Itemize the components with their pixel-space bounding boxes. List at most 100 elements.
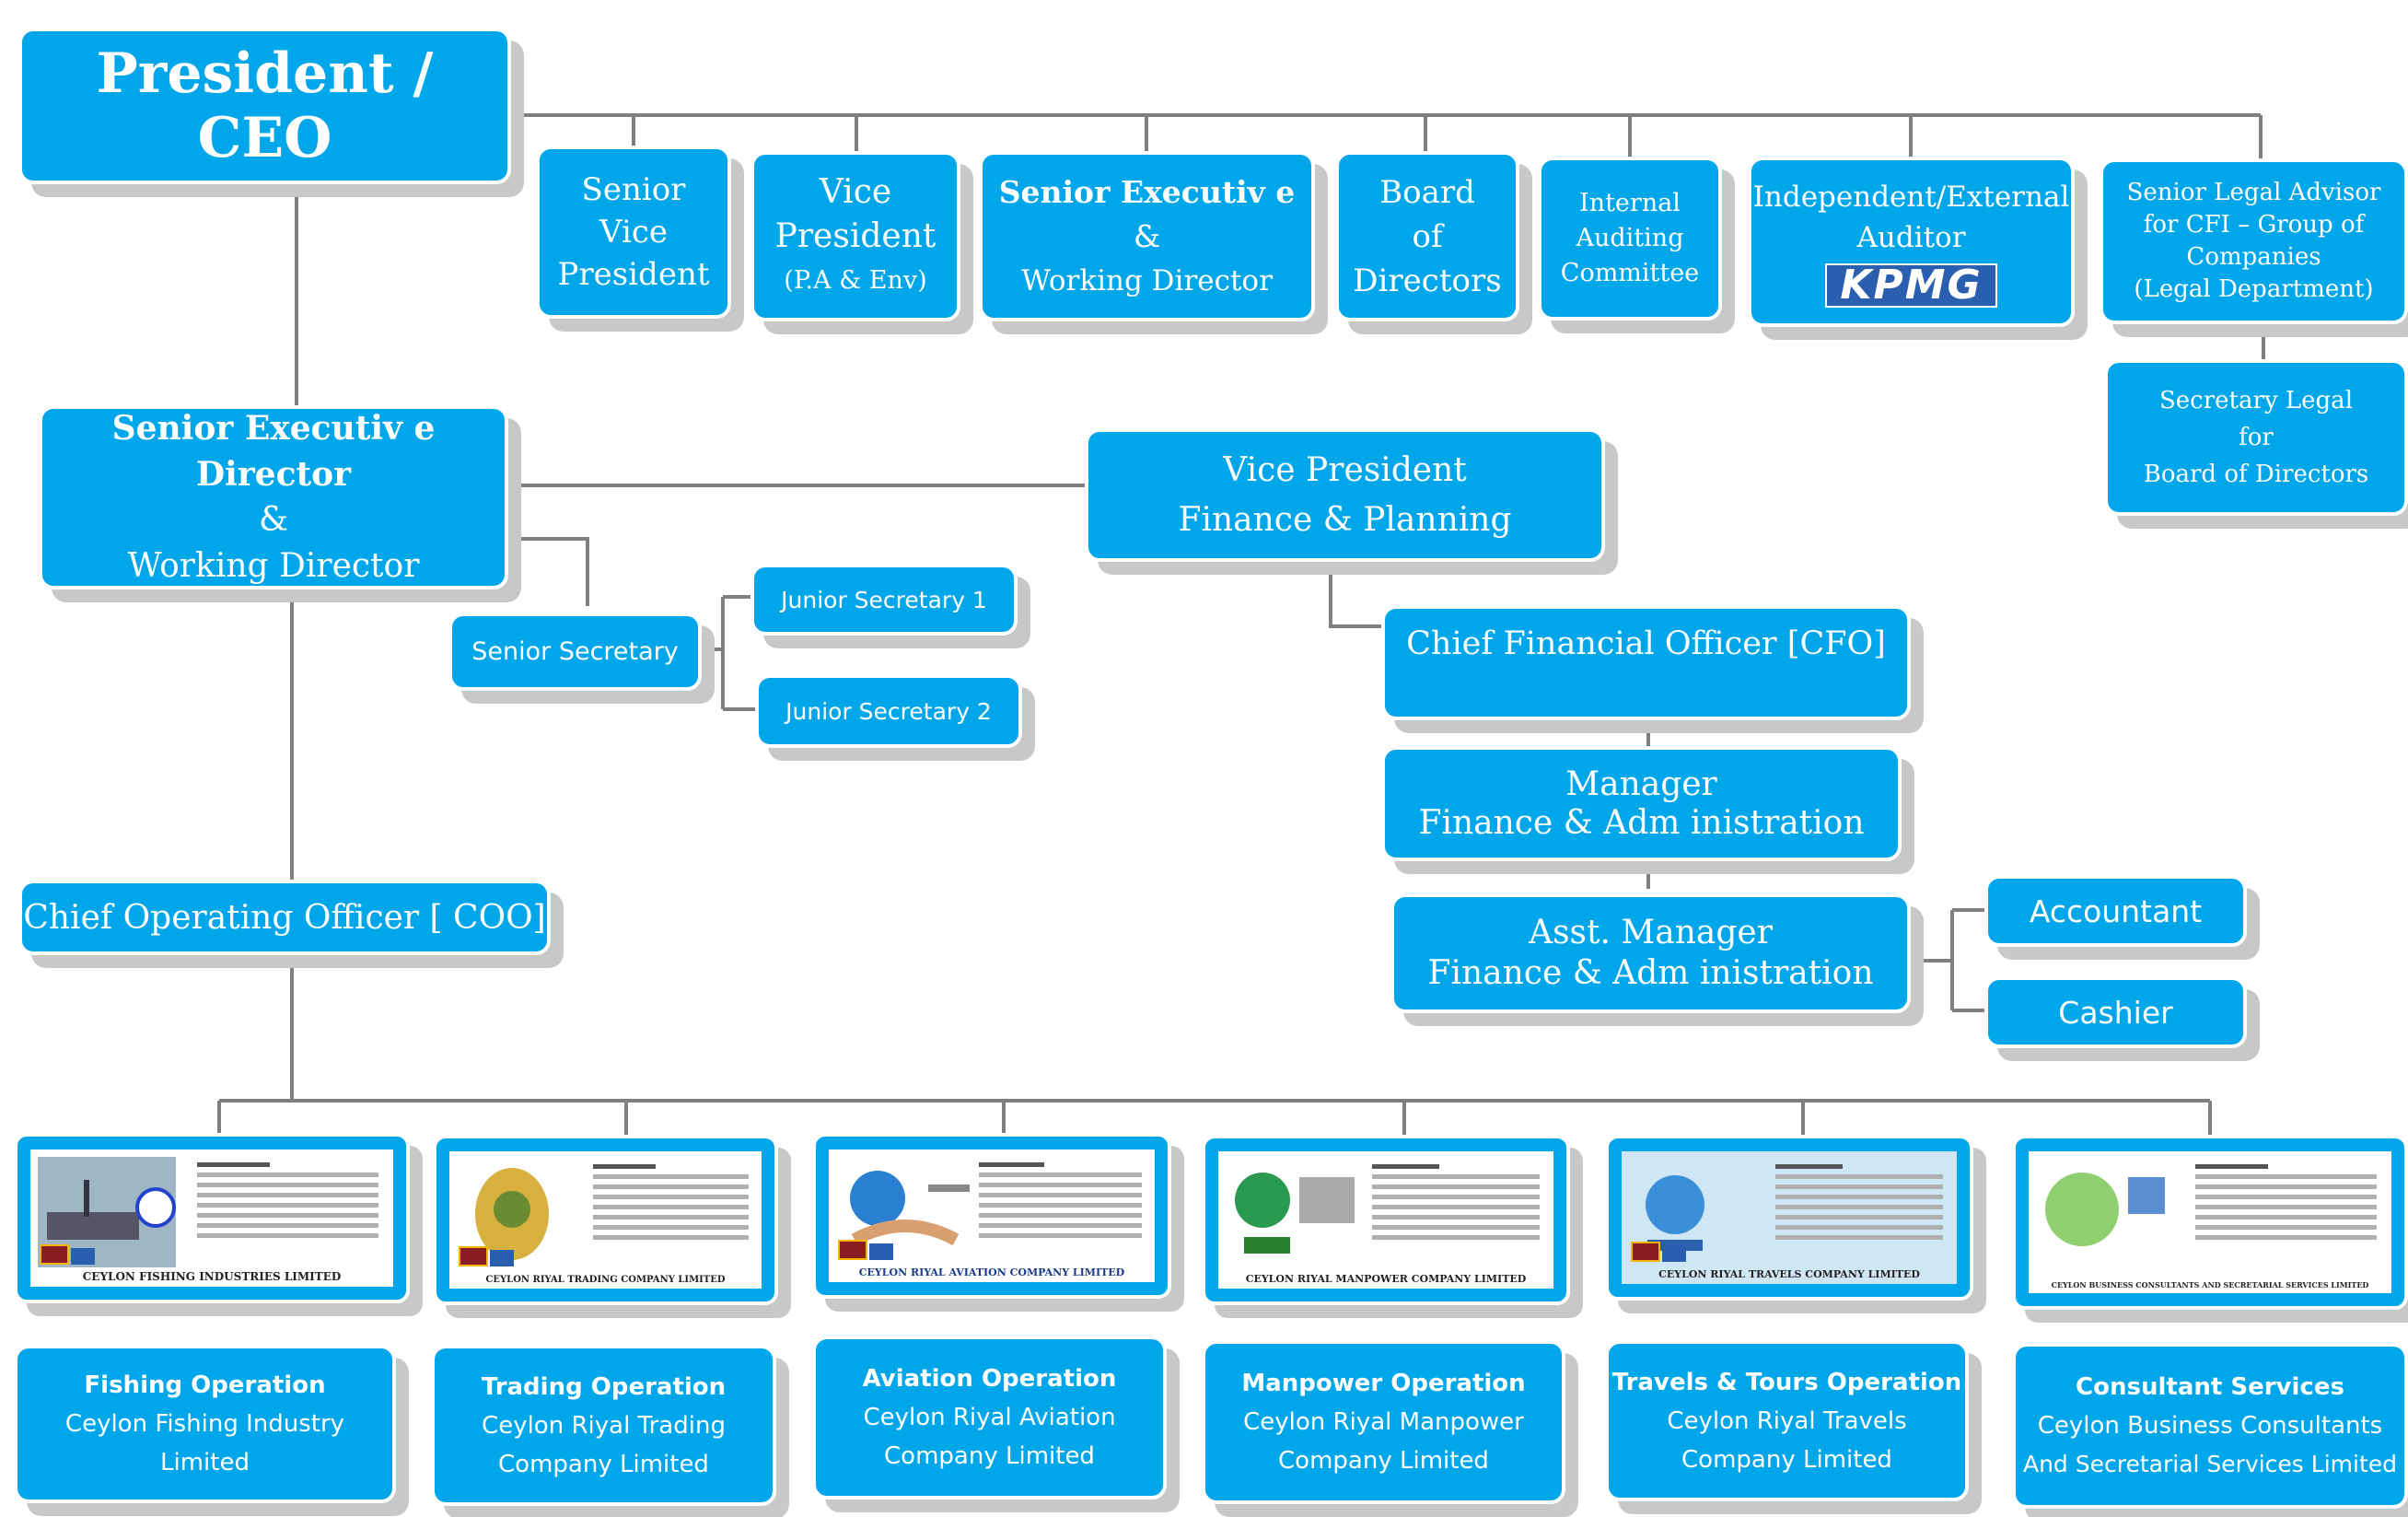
legal-line-3: Companies: [2186, 243, 2321, 271]
legal-line-4: (Legal Department): [2134, 275, 2374, 303]
letterhead-trading: CEYLON RIYAL TRADING COMPANY LIMITED: [449, 1151, 762, 1289]
legal-line-2: for CFI – Group of: [2143, 211, 2365, 239]
company-box-travels: Travels & Tours Operation Ceylon Riyal T…: [1605, 1340, 1969, 1501]
letterhead-travels: CEYLON RIYAL TRAVELS COMPANY LIMITED: [1622, 1151, 1957, 1284]
company-line1-aviation: Ceylon Riyal Aviation: [863, 1404, 1116, 1431]
sec-legal-line-1: Secretary Legal: [2158, 387, 2354, 414]
board-line-1: Board: [1379, 173, 1475, 211]
sed-line-2: &: [258, 501, 289, 539]
accountant-label: Accountant: [2029, 893, 2203, 929]
small-logo-icon: [869, 1243, 893, 1260]
company-card-aviation: CEYLON RIYAL AVIATION COMPANY LIMITED: [812, 1133, 1171, 1299]
vice-president-pa-env-box: Vice President (P.A & Env): [750, 151, 960, 321]
small-logo-icon: [490, 1250, 514, 1266]
svp-line-2: Vice: [599, 214, 668, 251]
company-line1-manpower: Ceylon Riyal Manpower: [1243, 1408, 1524, 1436]
internal-auditing-committee-box: Internal Auditing Committee: [1538, 157, 1722, 321]
senior-secretary-label: Senior Secretary: [471, 637, 679, 666]
asst-manager-line-2: Finance & Adm inistration: [1427, 954, 1874, 992]
company-line2-travels: Company Limited: [1681, 1445, 1892, 1474]
junior-secretary-1-box: Junior Secretary 1: [750, 564, 1018, 636]
senior-executive-working-director-box: Senior Executiv e & Working Director: [979, 151, 1315, 321]
audit-line-3: Committee: [1560, 259, 1700, 287]
manager-line-2: Finance & Adm inistration: [1418, 803, 1865, 842]
company-box-trading: Trading Operation Ceylon Riyal Trading C…: [431, 1345, 776, 1506]
letterhead-consultants: CEYLON BUSINESS CONSULTANTS AND SECRETAR…: [2029, 1151, 2391, 1293]
senior-executive-director-box: Senior Executiv e Director & Working Dir…: [39, 405, 508, 589]
svp-line-3: President: [557, 256, 710, 293]
sed-line-1: Senior Executiv e Director: [111, 409, 436, 494]
company-title-aviation: Aviation Operation: [862, 1365, 1117, 1393]
president-ceo-box: President / CEO: [18, 28, 511, 184]
audit-line-1: Internal: [1579, 189, 1681, 217]
manager-line-1: Manager: [1565, 764, 1717, 803]
sr-exec-line-3: Working Director: [1021, 263, 1273, 298]
legal-line-1: Senior Legal Advisor: [2126, 179, 2381, 206]
cashier-box: Cashier: [1984, 976, 2247, 1048]
sri-lanka-flag-icon: [838, 1240, 867, 1260]
company-card-manpower: CEYLON RIYAL MANPOWER COMPANY LIMITED: [1202, 1135, 1570, 1305]
company-line1-travels: Ceylon Riyal Travels: [1667, 1406, 1907, 1435]
letterhead-aviation: CEYLON RIYAL AVIATION COMPANY LIMITED: [829, 1149, 1155, 1282]
board-of-directors-box: Board of Directors: [1335, 151, 1519, 321]
company-line2-aviation: Company Limited: [884, 1442, 1095, 1470]
company-line1-fishing: Ceylon Fishing Industry: [64, 1410, 345, 1438]
vp-fin-line-1: Vice President: [1223, 450, 1467, 489]
manpower-globe-logo: [1235, 1173, 1355, 1254]
audit-line-2: Auditing: [1576, 224, 1684, 252]
letterhead-name-travels: CEYLON RIYAL TRAVELS COMPANY LIMITED: [1658, 1268, 1920, 1280]
auditor-line-1: Independent/External: [1752, 180, 2070, 214]
letterhead-manpower: CEYLON RIYAL MANPOWER COMPANY LIMITED: [1218, 1151, 1553, 1289]
company-card-travels: CEYLON RIYAL TRAVELS COMPANY LIMITED: [1605, 1135, 1973, 1301]
junior-secretary-1-label: Junior Secretary 1: [781, 586, 987, 613]
cfo-box: Chief Financial Officer [CFO]: [1381, 605, 1911, 720]
svp-line-1: Senior: [581, 171, 686, 208]
manager-finance-box: Manager Finance & Adm inistration: [1381, 746, 1902, 861]
company-line2-manpower: Company Limited: [1278, 1447, 1489, 1475]
senior-legal-advisor-box: Senior Legal Advisor for CFI – Group of …: [2100, 158, 2408, 324]
secretary-legal-box: Secretary Legal for Board of Directors: [2104, 359, 2408, 516]
company-card-fishing: CEYLON FISHING INDUSTRIES LIMITED: [14, 1133, 410, 1303]
kpmg-logo: KPMG: [1825, 263, 1997, 308]
aviation-globe-logo: [850, 1171, 970, 1246]
company-line1-consultants: Ceylon Business Consultants: [2037, 1412, 2383, 1440]
cashier-label: Cashier: [2058, 994, 2173, 1031]
company-card-trading: CEYLON RIYAL TRADING COMPANY LIMITED: [433, 1135, 778, 1305]
coo-box: Chief Operating Officer [ COO]: [18, 880, 551, 955]
sr-exec-line-1: Senior Executiv e: [998, 173, 1296, 210]
junior-secretary-2-box: Junior Secretary 2: [755, 674, 1022, 748]
board-line-2: of: [1412, 217, 1443, 255]
vp-pa-line-2: President: [774, 216, 936, 255]
consultants-map-logo: [2045, 1173, 2165, 1246]
sri-lanka-flag-icon: [1631, 1242, 1660, 1262]
sec-legal-line-2: for: [2239, 424, 2274, 451]
trading-emblem-logo: [475, 1168, 549, 1260]
company-line1-trading: Ceylon Riyal Trading: [482, 1411, 726, 1440]
vp-pa-line-3: (P.A & Env): [784, 265, 927, 295]
asst-manager-line-1: Asst. Manager: [1529, 914, 1773, 951]
company-box-aviation: Aviation Operation Ceylon Riyal Aviation…: [812, 1336, 1167, 1499]
independent-auditor-box: Independent/External Auditor KPMG: [1748, 157, 2075, 327]
sri-lanka-flag-icon: [40, 1244, 69, 1265]
asst-manager-finance-box: Asst. Manager Finance & Adm inistration: [1390, 893, 1911, 1013]
company-title-travels: Travels & Tours Operation: [1611, 1368, 1962, 1396]
small-logo-icon: [71, 1248, 95, 1265]
junior-secretary-2-label: Junior Secretary 2: [785, 697, 992, 725]
vp-fin-line-2: Finance & Planning: [1178, 500, 1512, 539]
company-title-fishing: Fishing Operation: [84, 1371, 326, 1399]
senior-vice-president-box: Senior Vice President: [536, 146, 731, 319]
company-box-consultants: Consultant Services Ceylon Business Cons…: [2012, 1343, 2408, 1509]
sr-exec-line-2: &: [1133, 217, 1161, 254]
letterhead-name-trading: CEYLON RIYAL TRADING COMPANY LIMITED: [485, 1275, 726, 1285]
company-box-manpower: Manpower Operation Ceylon Riyal Manpower…: [1202, 1340, 1565, 1504]
vp-pa-line-1: Vice: [819, 172, 892, 211]
company-title-manpower: Manpower Operation: [1241, 1370, 1526, 1397]
letterhead-name-aviation: CEYLON RIYAL AVIATION COMPANY LIMITED: [858, 1266, 1125, 1278]
auditor-line-2: Auditor: [1856, 220, 1966, 254]
company-title-trading: Trading Operation: [481, 1372, 727, 1401]
company-line2-trading: Company Limited: [498, 1450, 709, 1478]
company-line2-fishing: Limited: [160, 1449, 250, 1476]
sec-legal-line-3: Board of Directors: [2143, 461, 2369, 488]
vice-president-finance-box: Vice President Finance & Planning: [1085, 428, 1605, 562]
